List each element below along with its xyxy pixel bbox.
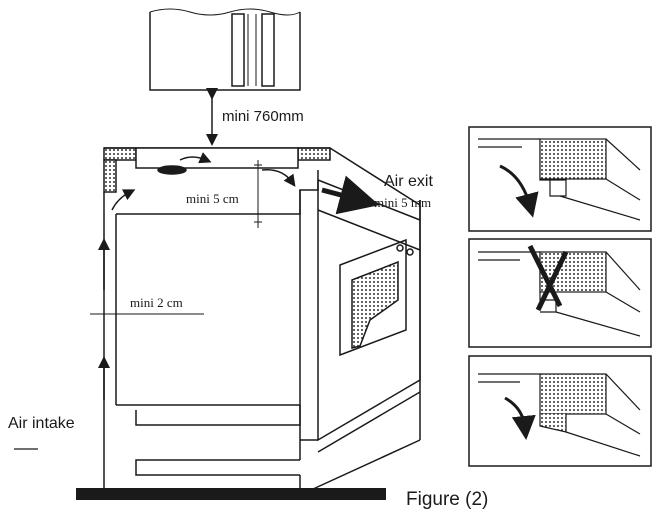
cabinet [103, 170, 319, 488]
detail-panel-correct-2 [468, 355, 652, 467]
range-hood [149, 8, 301, 91]
air-exit-label: Air exit [384, 173, 433, 190]
air-intake-label: Air intake [8, 415, 75, 432]
vent-gap-label: mini 5 cm [186, 191, 239, 206]
floor [76, 488, 386, 500]
detail-panel-incorrect [468, 238, 652, 348]
side-gap-marker [90, 308, 204, 320]
side-gap-label: mini 2 cm [130, 295, 183, 310]
vent-gap-marker [254, 160, 262, 228]
oven [135, 179, 421, 496]
detail-panel-correct-1 [468, 126, 652, 232]
hood-clearance-label: mini 760mm [222, 108, 304, 125]
exit-gap-label: mini 5 mm [374, 195, 431, 210]
figure-caption: Figure (2) [406, 489, 488, 510]
prohibited-cross-icon [527, 244, 569, 312]
airflow-arrows [98, 169, 380, 400]
